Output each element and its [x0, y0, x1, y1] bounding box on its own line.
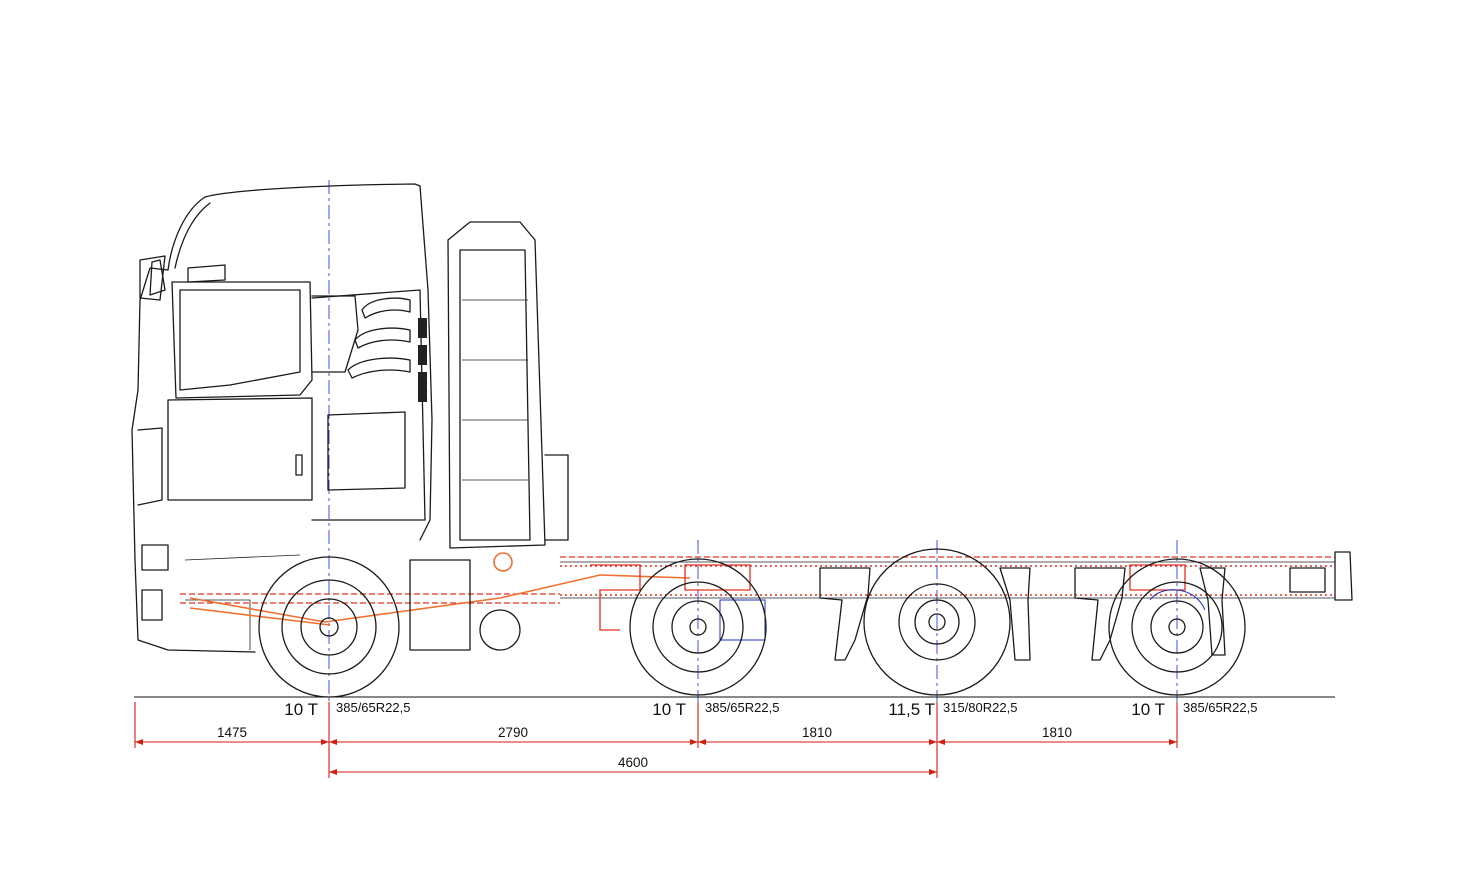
- axle-1-load: 10 T: [284, 700, 318, 719]
- axle-4-labels: 10 T 385/65R22,5: [1131, 700, 1257, 719]
- underbody-equipment: [409, 559, 1226, 661]
- axle-1-tire: 385/65R22,5: [336, 700, 410, 715]
- axle-1-labels: 10 T 385/65R22,5: [284, 700, 410, 719]
- axle-2-tire: 385/65R22,5: [705, 700, 779, 715]
- dim-axle-1-2: 2790: [498, 725, 528, 740]
- axle-3-tire: 315/80R22,5: [943, 700, 1017, 715]
- axle-4-tire: 385/65R22,5: [1183, 700, 1257, 715]
- wheel-axle-4: [1108, 558, 1246, 696]
- dim-front-overhang: 1475: [217, 725, 247, 740]
- dim-axle-2-3: 1810: [802, 725, 832, 740]
- wheel-axle-2: [629, 558, 767, 696]
- axle-4-load: 10 T: [1131, 700, 1165, 719]
- dimension-lines: [134, 702, 1178, 778]
- suspension-links: [189, 552, 1206, 641]
- axle-3-load: 11,5 T: [888, 700, 935, 719]
- dim-axle-1-3: 4600: [618, 755, 648, 770]
- axle-3-labels: 11,5 T 315/80R22,5: [888, 700, 1017, 719]
- cab-outline: [131, 183, 433, 653]
- wheel-axle-3: [863, 548, 1011, 696]
- axle-2-load: 10 T: [652, 700, 686, 719]
- axle-2-labels: 10 T 385/65R22,5: [652, 700, 779, 719]
- tank-tower: [447, 221, 569, 549]
- dim-axle-3-4: 1810: [1042, 725, 1072, 740]
- axle-centerlines: [328, 180, 1178, 778]
